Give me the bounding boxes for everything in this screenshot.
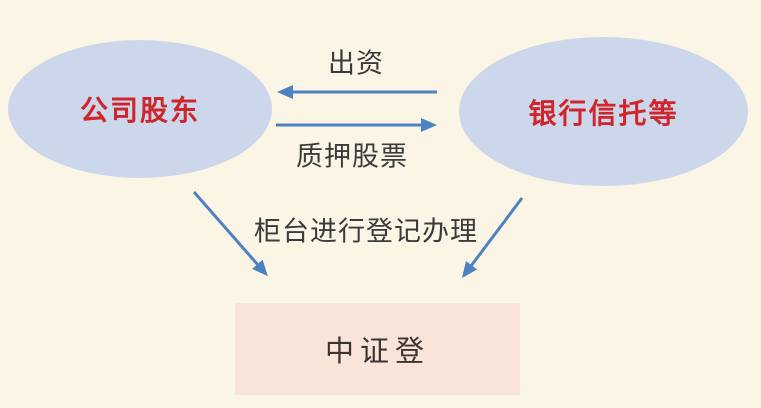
node-csdc-label: 中证登: [324, 336, 430, 368]
node-banks-trusts-label: 银行信托等: [528, 98, 679, 130]
node-company-shareholders: 公司股东: [8, 40, 272, 178]
node-company-shareholders-label: 公司股东: [79, 96, 200, 127]
arrow-shareholders-to-csdc-icon: [192, 191, 268, 277]
node-banks-trusts: 银行信托等: [459, 37, 748, 186]
arrow-banks-to-csdc-icon: [462, 197, 524, 278]
edge-label-pledge-shares: 质押股票: [296, 141, 408, 172]
edge-label-counter-registration: 柜台进行登记办理: [254, 216, 478, 247]
node-csdc: 中证登: [235, 303, 520, 395]
edge-label-capital-contribution: 出资: [328, 48, 384, 79]
